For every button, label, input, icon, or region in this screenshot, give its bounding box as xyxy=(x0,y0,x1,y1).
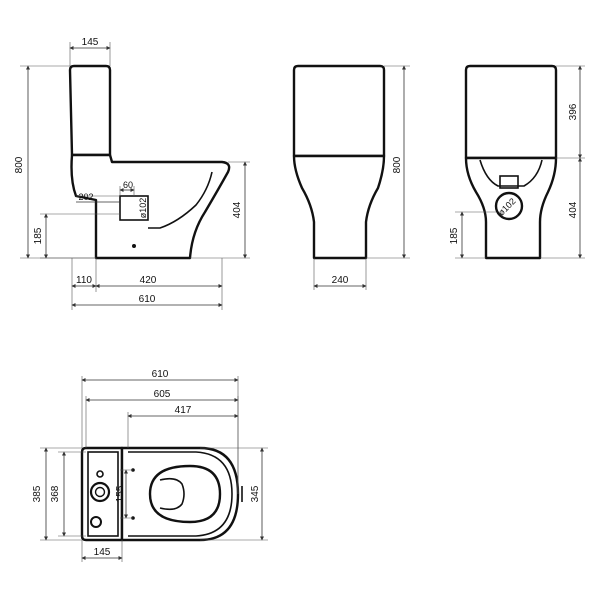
top-inner-width-label: 368 xyxy=(50,485,61,502)
top-bowl-length-label: 417 xyxy=(175,405,192,416)
back-tank-height-label: 396 xyxy=(568,103,579,120)
back-view: 396 404 185 ø102 xyxy=(449,64,585,260)
top-hole-spacing-label: 155 xyxy=(115,485,126,502)
side-outlet-offset-label: 60 xyxy=(123,180,133,190)
side-outlet-top-label: 202 xyxy=(78,192,93,202)
side-outlet-diameter-label: ø102 xyxy=(138,198,148,219)
front-total-height-label: 800 xyxy=(392,156,403,173)
side-bowl xyxy=(70,153,231,260)
top-bowl-width-label: 345 xyxy=(250,485,261,502)
back-trap xyxy=(479,159,543,187)
side-tank-width-label: 145 xyxy=(82,37,99,48)
front-base-width-label: 240 xyxy=(332,275,349,286)
top-view: 610 605 417 385 368 155 345 145 xyxy=(32,369,268,562)
back-bowl-height-label: 404 xyxy=(568,201,579,218)
side-total-height-label: 800 xyxy=(14,156,25,173)
front-tank xyxy=(292,64,386,158)
top-length-2-label: 605 xyxy=(154,389,171,400)
side-rear-offset-label: 110 xyxy=(76,275,92,286)
top-drain xyxy=(159,477,185,511)
top-outer-width-label: 385 xyxy=(32,485,43,502)
front-bowl xyxy=(292,154,386,260)
side-bowl-inner xyxy=(148,171,213,229)
back-tank xyxy=(464,64,558,160)
front-view: 800 240 xyxy=(292,64,410,290)
side-tank xyxy=(68,64,112,157)
side-fixing-point xyxy=(132,244,136,248)
top-tank-lid xyxy=(87,451,119,537)
top-total-length-label: 610 xyxy=(152,369,169,380)
top-bowl-opening xyxy=(148,464,222,524)
top-bowl-rim xyxy=(128,451,233,537)
top-second-button xyxy=(90,516,102,528)
side-total-length-label: 610 xyxy=(139,294,156,305)
top-small-hole xyxy=(96,470,104,478)
back-outlet-pipe xyxy=(494,191,524,221)
side-view: 145 800 60 202 ø102 404 185 110 420 610 xyxy=(14,37,250,310)
top-tank-depth-label: 145 xyxy=(94,547,111,558)
back-outlet-height-label: 185 xyxy=(449,227,460,244)
side-bowl-height-label: 404 xyxy=(232,201,243,218)
back-outlet-neck xyxy=(499,175,519,189)
side-outlet-height-label: 185 xyxy=(33,227,44,244)
side-outlet-front-label: 420 xyxy=(140,275,157,286)
